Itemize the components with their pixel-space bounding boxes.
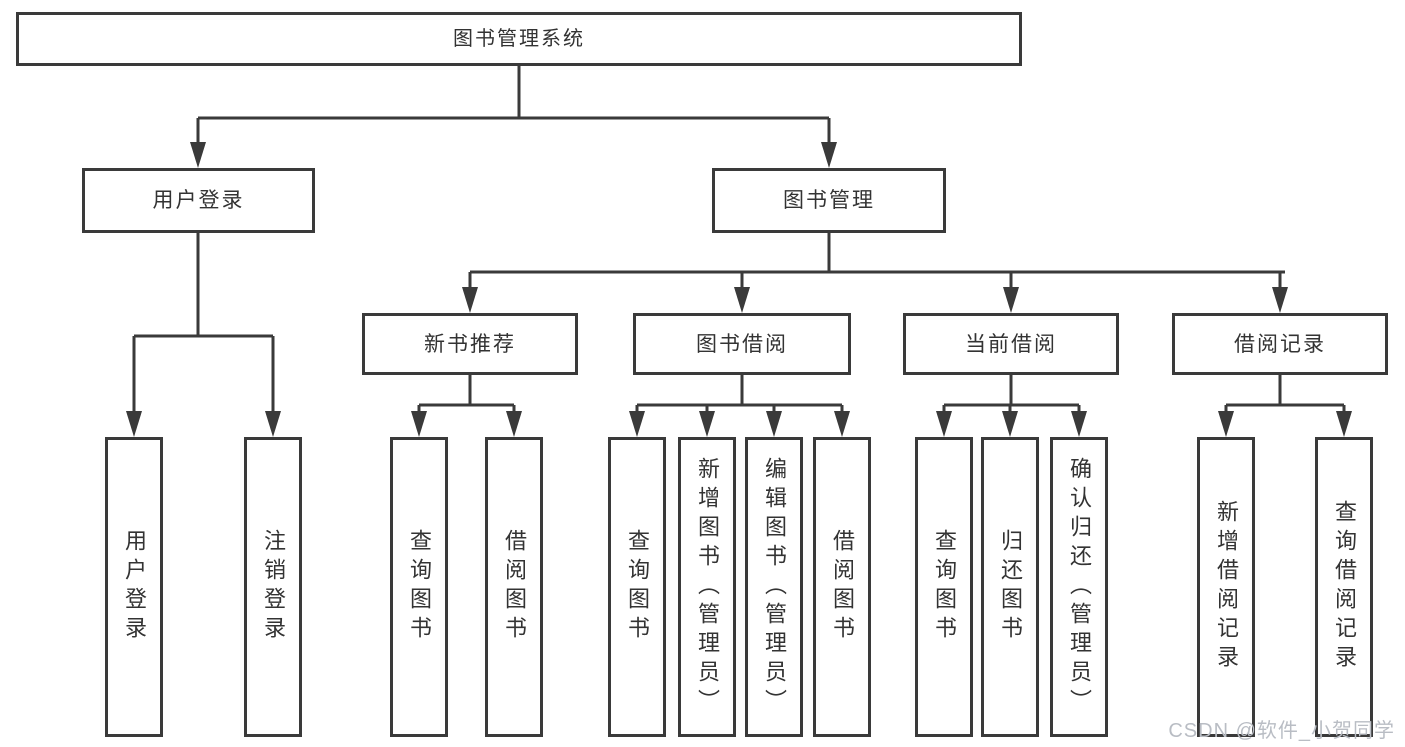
leaf-cb-confirm-return-admin-label: 确认归还（管理员） — [1067, 456, 1092, 718]
leaf-bb-edit-books-admin-label: 编辑图书（管理员） — [762, 456, 787, 718]
node-new-book-recommend: 新书推荐 — [362, 313, 578, 375]
leaf-bb-borrow-books: 借阅图书 — [813, 437, 871, 737]
leaf-cb-return-books-label: 归还图书 — [998, 529, 1023, 645]
node-new-book-recommend-label: 新书推荐 — [424, 332, 516, 356]
leaf-cb-query-books-label: 查询图书 — [932, 529, 957, 645]
node-user-login-label: 用户登录 — [152, 189, 245, 212]
leaf-user-login: 用户登录 — [105, 437, 163, 737]
leaf-br-add-record: 新增借阅记录 — [1197, 437, 1255, 737]
node-root: 图书管理系统 — [16, 12, 1022, 66]
leaf-bb-edit-books-admin: 编辑图书（管理员） — [745, 437, 803, 737]
leaf-br-add-record-label: 新增借阅记录 — [1214, 500, 1239, 674]
leaf-bb-add-books-admin-label: 新增图书（管理员） — [695, 456, 720, 718]
leaf-user-login-label: 用户登录 — [122, 529, 147, 645]
node-current-borrow: 当前借阅 — [903, 313, 1119, 375]
leaf-cb-query-books: 查询图书 — [915, 437, 973, 737]
leaf-br-query-record: 查询借阅记录 — [1315, 437, 1373, 737]
leaf-nb-query-books-label: 查询图书 — [407, 529, 432, 645]
leaf-nb-query-books: 查询图书 — [390, 437, 448, 737]
node-book-borrow-label: 图书借阅 — [696, 332, 788, 356]
leaf-br-query-record-label: 查询借阅记录 — [1332, 500, 1357, 674]
node-book-borrow: 图书借阅 — [633, 313, 851, 375]
node-book-management: 图书管理 — [712, 168, 946, 233]
leaf-bb-borrow-books-label: 借阅图书 — [830, 529, 855, 645]
node-user-login: 用户登录 — [82, 168, 315, 233]
leaf-cb-confirm-return-admin: 确认归还（管理员） — [1050, 437, 1108, 737]
leaf-logout-label: 注销登录 — [261, 529, 286, 645]
leaf-bb-add-books-admin: 新增图书（管理员） — [678, 437, 736, 737]
leaf-bb-query-books-label: 查询图书 — [625, 529, 650, 645]
leaf-nb-borrow-books: 借阅图书 — [485, 437, 543, 737]
leaf-nb-borrow-books-label: 借阅图书 — [502, 529, 527, 645]
node-borrow-records: 借阅记录 — [1172, 313, 1388, 375]
leaf-logout: 注销登录 — [244, 437, 302, 737]
leaf-bb-query-books: 查询图书 — [608, 437, 666, 737]
leaf-cb-return-books: 归还图书 — [981, 437, 1039, 737]
node-book-management-label: 图书管理 — [783, 189, 875, 212]
node-borrow-records-label: 借阅记录 — [1234, 332, 1326, 356]
watermark: CSDN @软件_小贺同学 — [1168, 720, 1395, 742]
node-root-label: 图书管理系统 — [453, 28, 585, 50]
node-current-borrow-label: 当前借阅 — [965, 332, 1057, 356]
